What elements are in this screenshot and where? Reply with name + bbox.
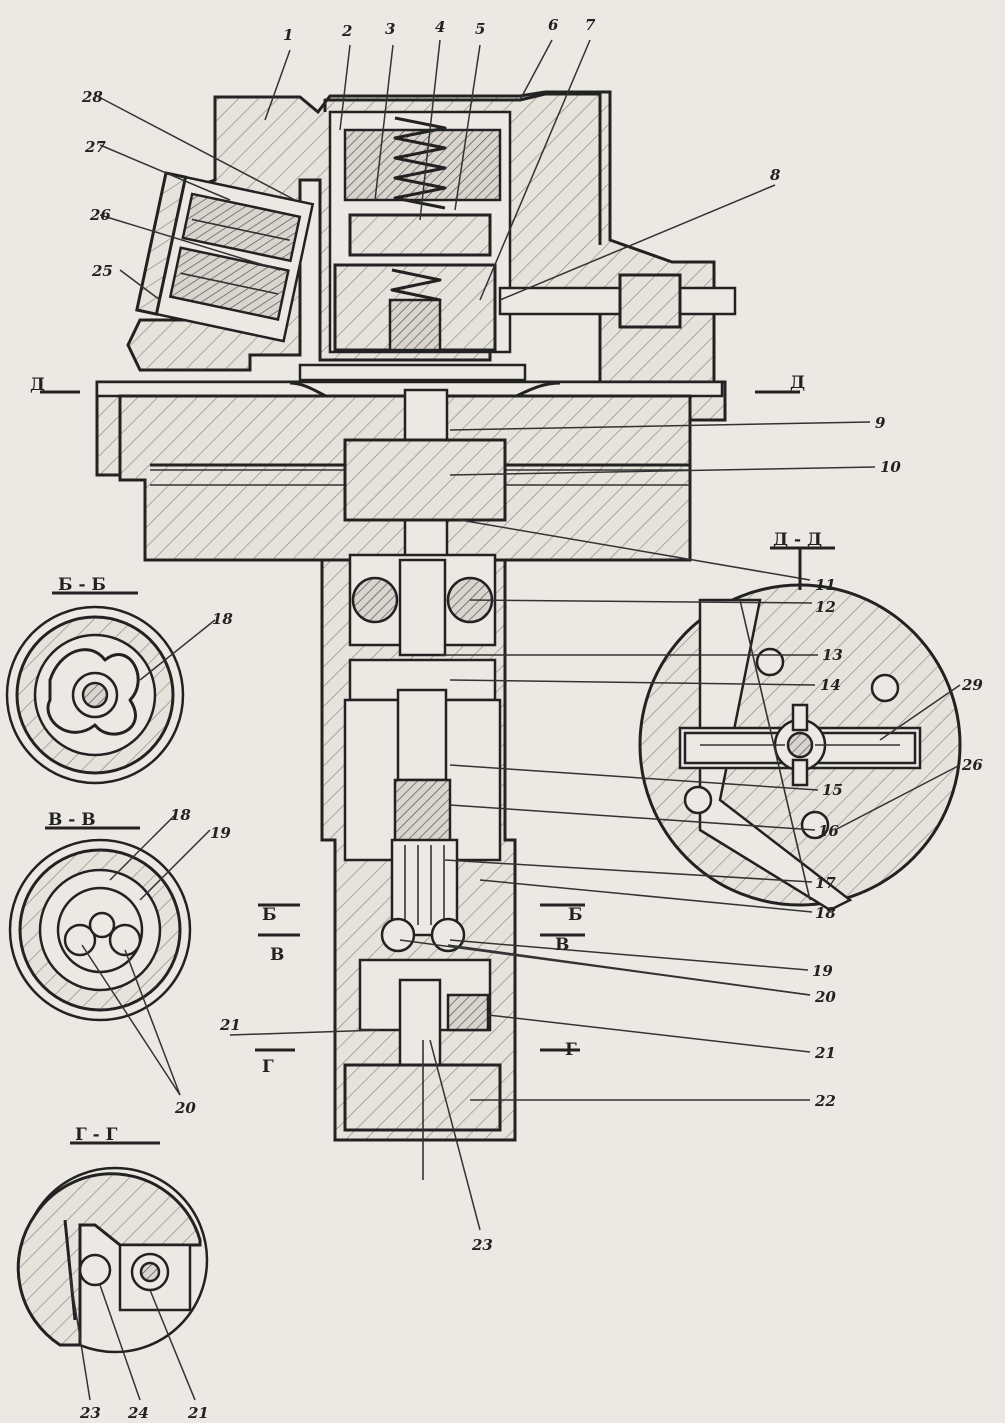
section-v-v (8, 838, 192, 1022)
label-17: 17 (815, 874, 836, 892)
section-b-b (5, 605, 185, 785)
check-ball-right (430, 917, 466, 953)
filter-cartridge (135, 171, 315, 343)
cut-b-right: Б (568, 905, 583, 925)
right-fitting-nut (618, 273, 682, 329)
label-18: 18 (815, 904, 836, 922)
membrane (298, 363, 527, 382)
cut-v-right: В (555, 935, 569, 955)
section-titles: Б - Б В - В Г - Г Д - Д (48, 530, 822, 1145)
label-24-g: 24 (127, 1404, 149, 1422)
label-10: 10 (880, 458, 901, 476)
section-g-g (16, 1166, 209, 1354)
spring-seat (348, 213, 492, 257)
cut-b-left: Б (262, 905, 277, 925)
section-d-d (638, 583, 962, 912)
part-labels: 1 2 3 4 5 6 7 8 9 10 11 12 13 14 15 16 1… (79, 16, 983, 1422)
shaft-collar (343, 438, 507, 522)
plunger (396, 688, 448, 782)
label-23-g: 23 (79, 1404, 101, 1422)
label-21-g: 21 (187, 1404, 209, 1422)
right-fitting (498, 286, 737, 316)
label-11: 11 (815, 576, 836, 594)
label-26: 26 (89, 206, 111, 224)
label-19: 19 (812, 962, 833, 980)
label-18-v: 18 (170, 806, 191, 824)
distributor-grooves (404, 845, 445, 925)
title-section-d: Д - Д (773, 530, 822, 550)
label-22: 22 (814, 1092, 836, 1110)
title-section-b: Б - Б (58, 575, 106, 595)
label-18-b: 18 (212, 610, 233, 628)
label-27: 27 (84, 138, 106, 156)
label-15: 15 (822, 781, 843, 799)
label-21: 21 (814, 1044, 836, 1062)
label-5: 5 (475, 20, 485, 38)
label-20: 20 (814, 988, 836, 1006)
valve-plug (446, 993, 490, 1032)
label-4: 4 (435, 18, 445, 36)
leader-lines (69, 39, 961, 1401)
label-28: 28 (81, 88, 103, 106)
label-3: 3 (385, 20, 395, 38)
cut-d-right: Д (790, 373, 805, 393)
label-6: 6 (548, 16, 559, 34)
cut-g-left: Г (262, 1057, 274, 1077)
label-19-v: 19 (210, 824, 231, 842)
cut-d-left: Д (30, 375, 45, 395)
label-13: 13 (822, 646, 843, 664)
check-ball-left (380, 917, 416, 953)
label-14: 14 (820, 676, 841, 694)
label-7: 7 (585, 16, 596, 34)
plunger-bore (393, 778, 452, 852)
label-8: 8 (770, 166, 781, 184)
bearing-ball-left (351, 576, 399, 624)
outer-cover (323, 92, 602, 245)
label-16: 16 (818, 822, 839, 840)
label-29: 29 (961, 676, 983, 694)
title-section-g: Г - Г (75, 1125, 118, 1145)
cut-mark-letters: Д Д Б Б В В Г Г (30, 373, 805, 1077)
cut-g-right: Г (565, 1040, 577, 1060)
label-26-d: 26 (961, 756, 983, 774)
label-12: 12 (815, 598, 836, 616)
spring (388, 116, 447, 352)
label-20-v: 20 (174, 1099, 196, 1117)
cut-v-left: В (270, 945, 284, 965)
label-1: 1 (283, 26, 293, 44)
label-9: 9 (875, 414, 886, 432)
label-21-left: 21 (219, 1016, 241, 1034)
label-2: 2 (341, 22, 352, 40)
main-section (95, 90, 737, 1180)
label-23: 23 (471, 1236, 493, 1254)
label-25: 25 (91, 262, 113, 280)
cut-marks (40, 390, 835, 1145)
title-section-v: В - В (48, 810, 96, 830)
